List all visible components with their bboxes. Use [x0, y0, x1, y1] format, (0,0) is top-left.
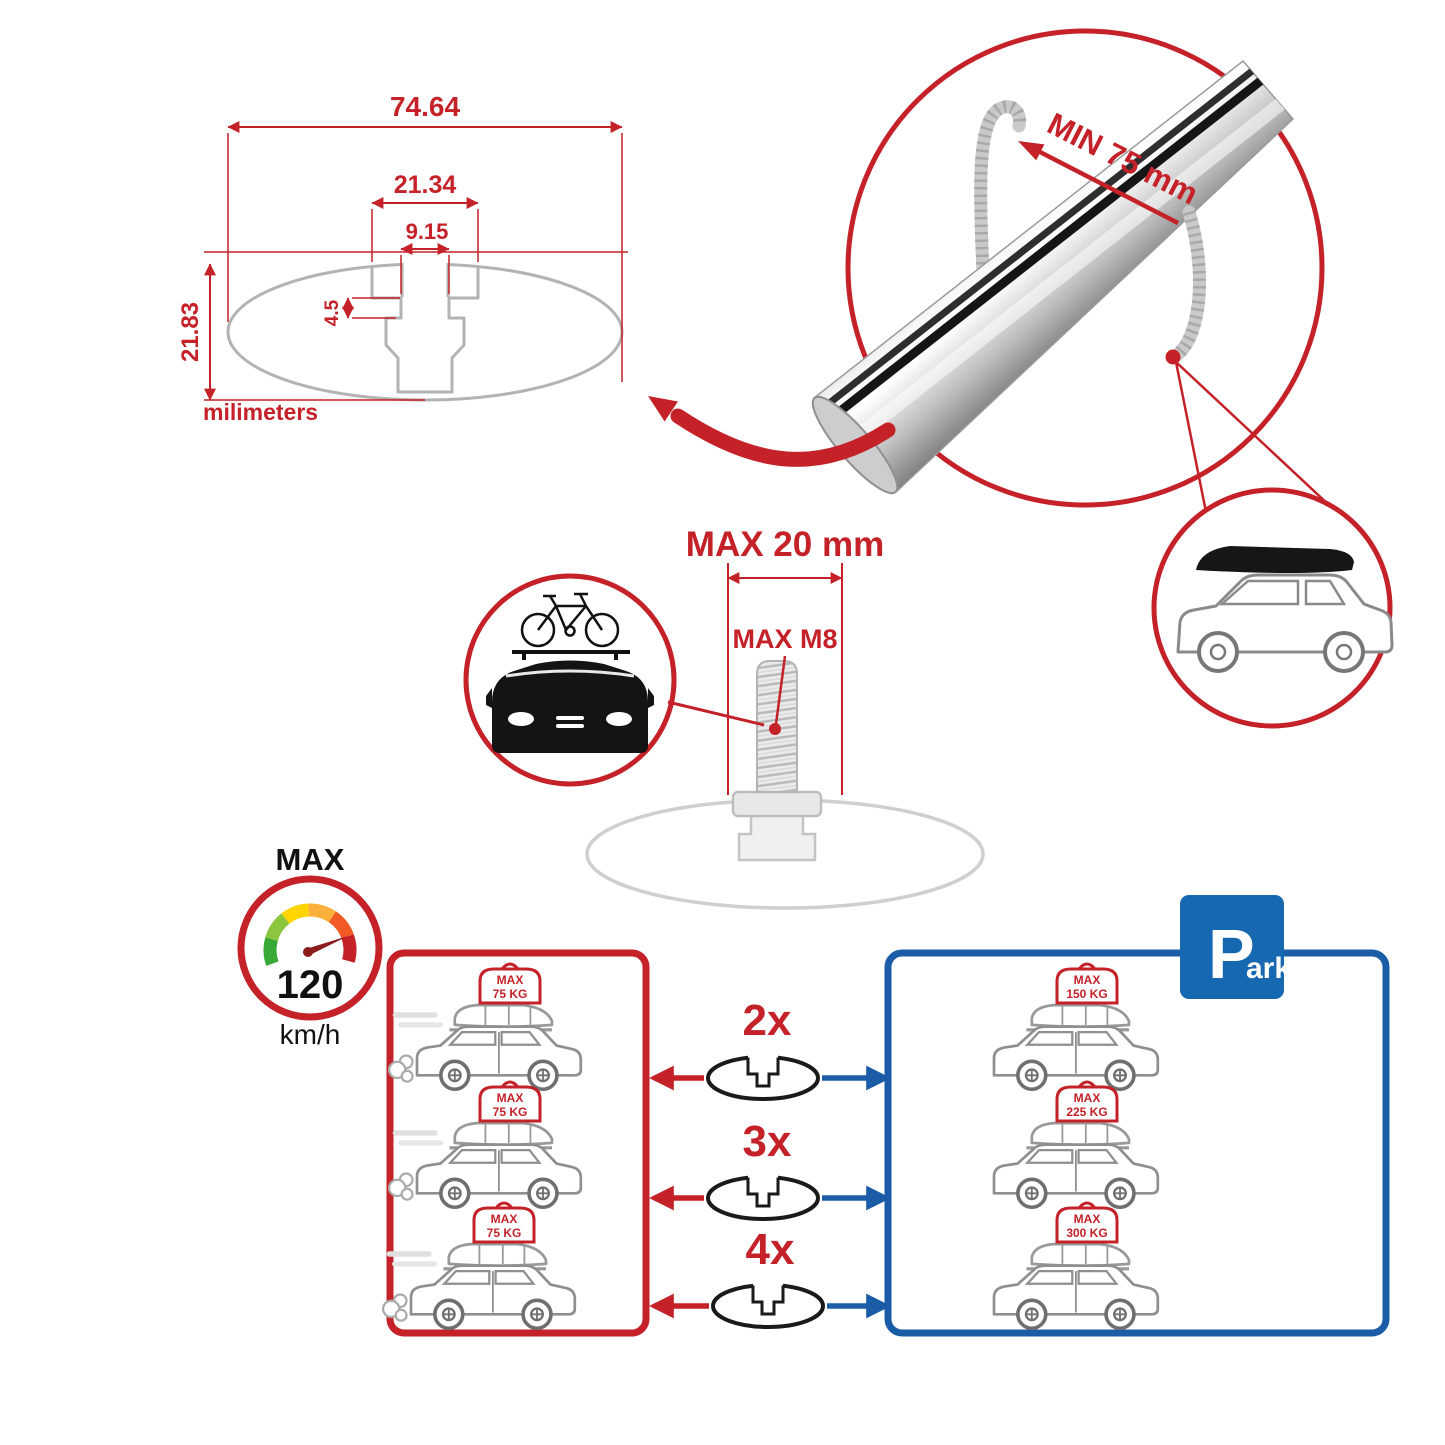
crossbar-profile-icon — [711, 1280, 825, 1329]
profile-dimension-diagram: 74.64 21.34 9.15 4.5 21.83 milimeters — [177, 91, 628, 425]
load-tag-max: MAX — [491, 1212, 518, 1226]
driving-cars: MAX 75 KG MAX 75 KG MAX 75 KG — [383, 962, 583, 1331]
load-tag: MAX 75 KG — [478, 962, 542, 1005]
crossbar-profile-icon — [706, 1052, 820, 1101]
load-tag-value: 300 KG — [1066, 1226, 1107, 1240]
count-label: 3x — [743, 1117, 792, 1166]
dim-lip-depth: 4.5 — [322, 299, 343, 326]
speedometer-needle — [306, 936, 348, 956]
crossbar-profile-icon — [706, 1172, 820, 1221]
load-tag: MAX 300 KG — [1055, 1201, 1119, 1244]
suv-roofbox-icon — [1176, 546, 1394, 673]
tslot-foot-icon — [737, 814, 817, 862]
bar-count-column: 2x 3x 4x — [649, 996, 891, 1329]
crossbar-render — [811, 59, 1295, 495]
bolt-length-label: MAX 20 mm — [686, 525, 884, 564]
car-front-icon — [486, 660, 654, 753]
swoosh-arrow-icon — [648, 396, 896, 467]
load-tag-max: MAX — [497, 1091, 524, 1105]
bolt-callout-dot — [769, 723, 781, 735]
parking-panel — [884, 949, 1390, 1337]
park-sign-letter: P — [1208, 915, 1255, 993]
profile-channel-outline — [370, 267, 480, 394]
load-tag: MAX 225 KG — [1055, 1080, 1119, 1123]
units-label: milimeters — [203, 399, 318, 425]
load-tag-value: 75 KG — [493, 987, 528, 1001]
speed-limit-badge: MAX 120 km/h — [237, 842, 383, 1050]
load-tag-value: 75 KG — [493, 1105, 528, 1119]
load-tag-value: 225 KG — [1066, 1105, 1107, 1119]
car-bike-circle — [463, 573, 765, 787]
load-tag: MAX 75 KG — [472, 1201, 536, 1244]
count-label: 2x — [743, 996, 792, 1045]
load-tag-max: MAX — [1074, 973, 1101, 987]
parked-cars: MAX 150 KG MAX 225 KG MAX 300 KG — [992, 962, 1160, 1331]
load-tag-max: MAX — [497, 973, 524, 987]
load-tag-value: 150 KG — [1066, 987, 1107, 1001]
dim-channel-inner: 9.15 — [406, 219, 449, 244]
park-sign-rest: ark — [1246, 952, 1291, 985]
load-tag-value: 75 KG — [487, 1226, 522, 1240]
count-label: 4x — [746, 1225, 795, 1274]
load-tag: MAX 150 KG — [1055, 962, 1119, 1005]
suv-roofbox-circle — [1151, 487, 1394, 729]
roof-bar-icon — [512, 650, 630, 660]
profile-oval-outline — [226, 262, 624, 402]
callout-dot — [1165, 349, 1181, 365]
clamp-hook-front-icon — [1167, 205, 1207, 364]
bolt-thread-label: MAX M8 — [732, 624, 837, 654]
load-tag: MAX 75 KG — [478, 1080, 542, 1123]
speed-value: 120 — [277, 963, 344, 1007]
park-sign: P ark — [1180, 895, 1291, 999]
load-tag-max: MAX — [1074, 1091, 1101, 1105]
load-tag-max: MAX — [1074, 1212, 1101, 1226]
clamp-hook-icon — [974, 100, 1026, 279]
crossbar-detail-circle: MIN 75 mm — [811, 28, 1331, 513]
bolt-flange-icon — [731, 790, 823, 818]
dim-channel-outer: 21.34 — [394, 171, 457, 199]
bike-icon — [520, 592, 620, 648]
speed-max-label: MAX — [276, 842, 345, 877]
dim-total-width: 74.64 — [390, 91, 460, 122]
bolt-detail: MAX 20 mm MAX M8 — [585, 525, 985, 910]
dim-total-height: 21.83 — [177, 302, 204, 362]
speed-unit: km/h — [280, 1019, 341, 1050]
